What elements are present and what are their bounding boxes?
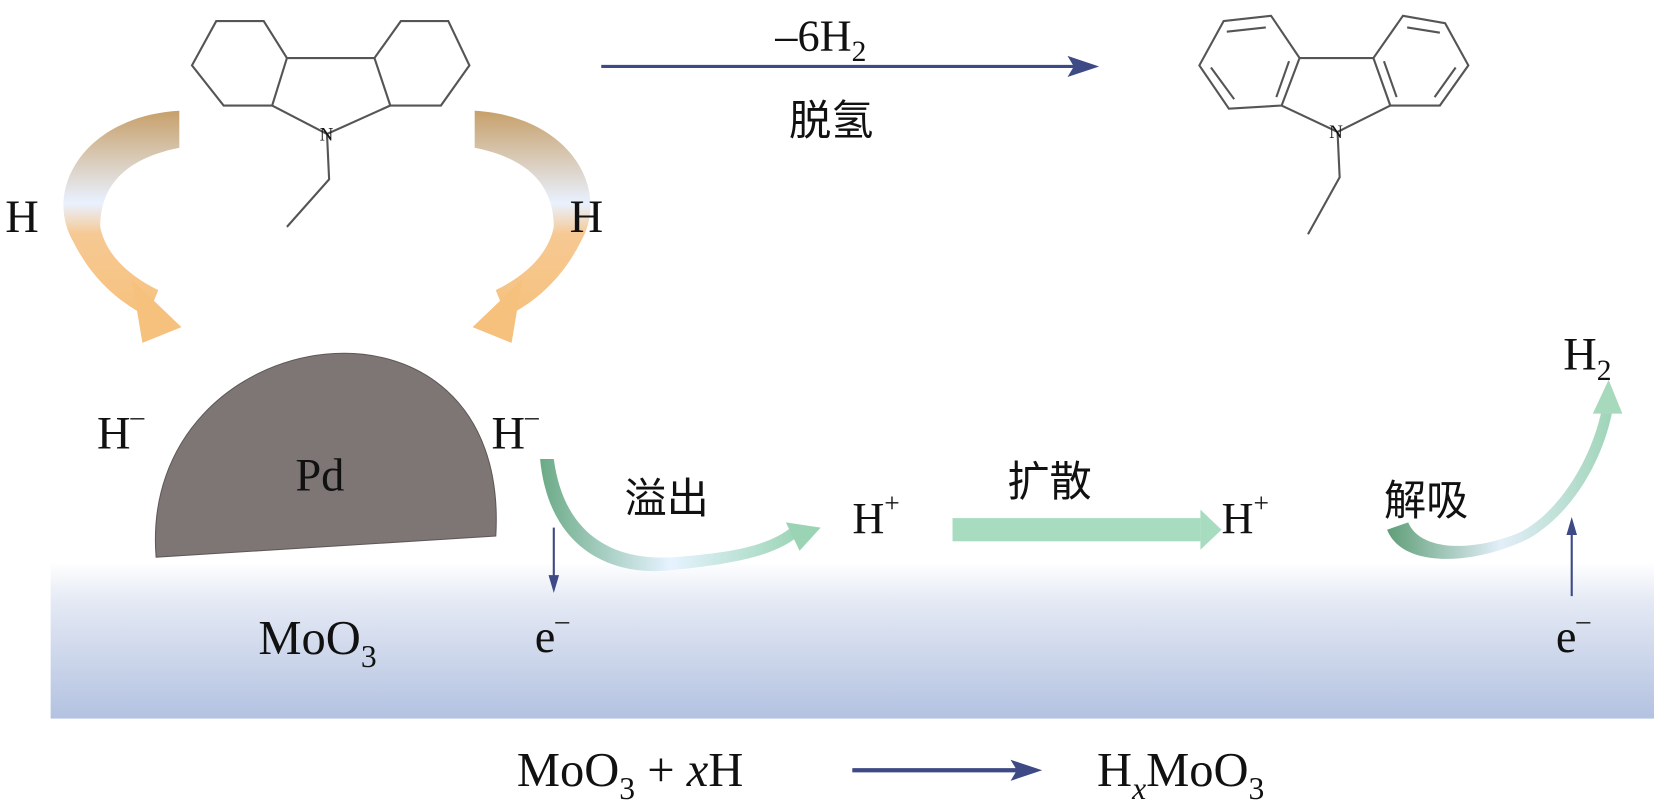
arrowhead — [1592, 379, 1623, 414]
pd-label: Pd — [295, 451, 344, 502]
nitrogen-atom: N — [320, 124, 334, 145]
right-h-transfer-arrow — [474, 110, 591, 317]
arrowhead — [1566, 517, 1577, 535]
equation-rhs: HxMoO3 — [1097, 744, 1264, 803]
desorption-label: 解吸 — [1384, 476, 1468, 525]
equation-lhs: MoO3 + xH — [517, 744, 743, 803]
electron-right: e– — [1556, 605, 1591, 663]
arrowhead — [785, 522, 821, 551]
spillover-label: 溢出 — [624, 474, 708, 523]
proton-1: H+ — [852, 488, 899, 543]
ethylcarbazole-molecule — [1198, 14, 1470, 235]
hydride-left: H– — [97, 401, 145, 459]
diffusion-label: 扩散 — [1007, 457, 1091, 506]
left-h-transfer-arrow — [63, 110, 180, 317]
perhydro-ethylcarbazole-molecule — [190, 20, 471, 228]
arrowhead — [472, 279, 523, 343]
arrowhead — [1010, 759, 1043, 781]
arrowhead — [548, 575, 560, 594]
moo3-label: MoO3 — [258, 612, 376, 674]
arrowhead — [1200, 509, 1222, 550]
dehydrogenation-label: 脱氢 — [789, 96, 873, 145]
desorption-arrow — [1387, 400, 1614, 559]
minus-6h2-label: –6H2 — [774, 12, 866, 69]
hydride-right: H– — [492, 401, 540, 459]
proton-2: H+ — [1222, 488, 1269, 543]
electron-left: e– — [535, 605, 570, 663]
nitrogen-atom-product: N — [1329, 122, 1343, 143]
moo3-support — [50, 562, 1654, 719]
pd-nanoparticle — [154, 352, 497, 558]
arrowhead — [131, 279, 182, 343]
h2-label: H2 — [1563, 329, 1611, 387]
left-h-label: H — [5, 192, 39, 243]
arrowhead — [1067, 55, 1100, 78]
diffusion-arrow — [952, 518, 1201, 542]
right-h-label: H — [570, 192, 604, 243]
